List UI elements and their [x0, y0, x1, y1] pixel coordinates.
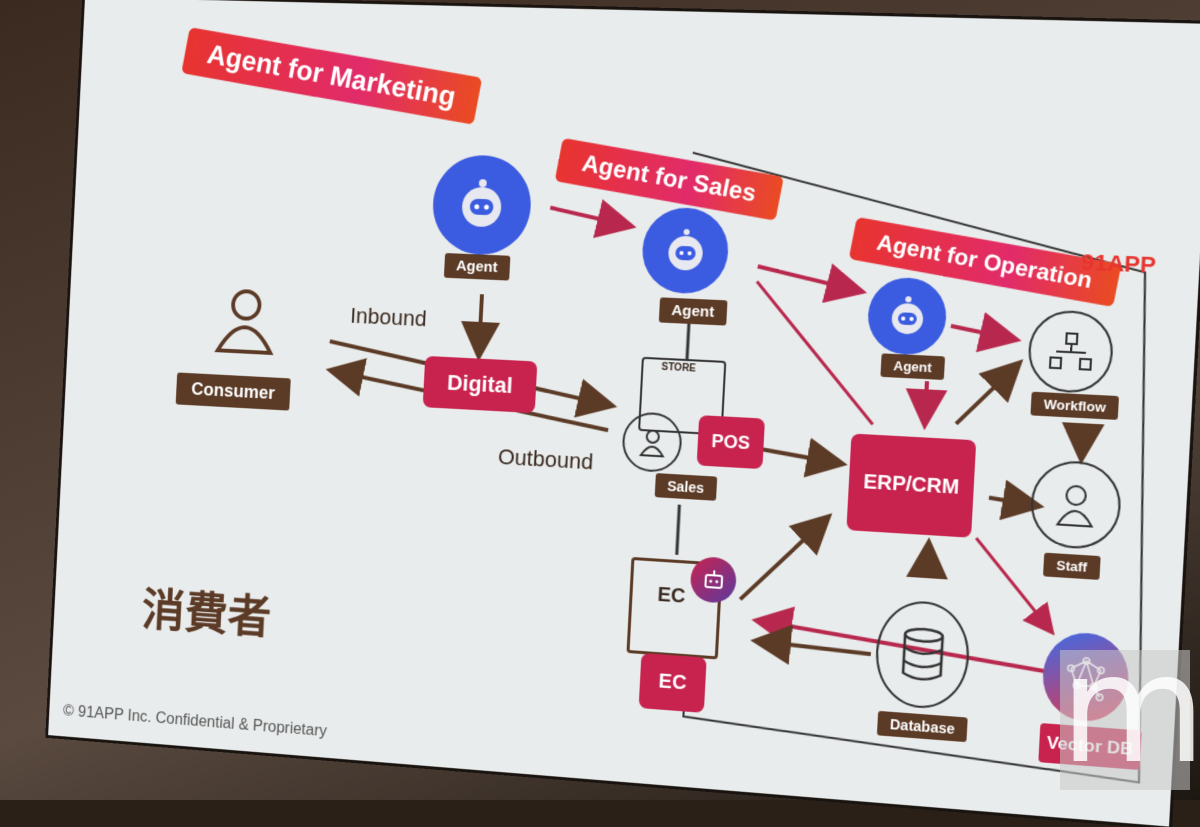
brand-logo: 91APP — [1081, 249, 1157, 279]
digital-box: Digital — [423, 356, 538, 413]
connector-lines — [48, 0, 1200, 827]
projector-screen: Agent for Marketing Agent for Sales Agen… — [48, 0, 1200, 827]
database-to-ec-arrow — [758, 641, 871, 654]
staff-label: Staff — [1043, 553, 1101, 580]
consumer-label: Consumer — [176, 372, 291, 410]
inbound-text: Inbound — [350, 303, 428, 332]
sales-to-operation-arrow — [757, 266, 860, 291]
marketing-to-digital-arrow — [479, 294, 482, 353]
robot-icon — [451, 174, 513, 236]
ec-to-erp-arrow — [740, 514, 826, 605]
robot-icon — [659, 225, 712, 277]
erp-crm-box: ERP/CRM — [846, 433, 976, 537]
sales-to-ec-line — [677, 505, 680, 555]
pos-box: POS — [697, 415, 765, 469]
sales-agent-label: Agent — [659, 297, 727, 325]
watermark: m — [1060, 650, 1190, 790]
database-to-erp-arrow — [927, 545, 929, 576]
marketing-to-sales-arrow — [550, 208, 630, 226]
erp-to-staff-arrow — [989, 498, 1037, 506]
sales-agent-to-store-line — [687, 324, 689, 359]
erp-to-workflow-arrow — [956, 362, 1017, 427]
flowchart-icon — [1046, 328, 1095, 376]
robot-icon — [883, 293, 931, 340]
marketing-agent-label: Agent — [444, 253, 510, 281]
person-icon — [636, 426, 668, 458]
consumer-person-icon — [206, 282, 285, 363]
workflow-to-staff-arrow — [1081, 425, 1083, 456]
operation-agent-to-erp-arrow — [925, 381, 927, 422]
ec-box: EC — [639, 653, 707, 713]
pos-to-erp-arrow — [758, 449, 840, 464]
section-title: 消費者 — [141, 574, 273, 647]
database-cylinder-icon — [898, 626, 947, 684]
ec-icon-text: EC — [657, 584, 686, 609]
operation-to-workflow-arrow — [950, 326, 1014, 339]
erp-to-vectordb-arrow — [972, 538, 1056, 631]
sales-label: Sales — [655, 473, 717, 501]
sales-agent-to-erp-line — [750, 281, 880, 424]
workflow-label: Workflow — [1030, 392, 1119, 420]
store-sign-text: STORE — [661, 362, 696, 375]
robot-icon — [701, 567, 726, 593]
person-icon — [1051, 481, 1100, 529]
outbound-text: Outbound — [497, 444, 593, 475]
operation-agent-label: Agent — [880, 353, 945, 380]
